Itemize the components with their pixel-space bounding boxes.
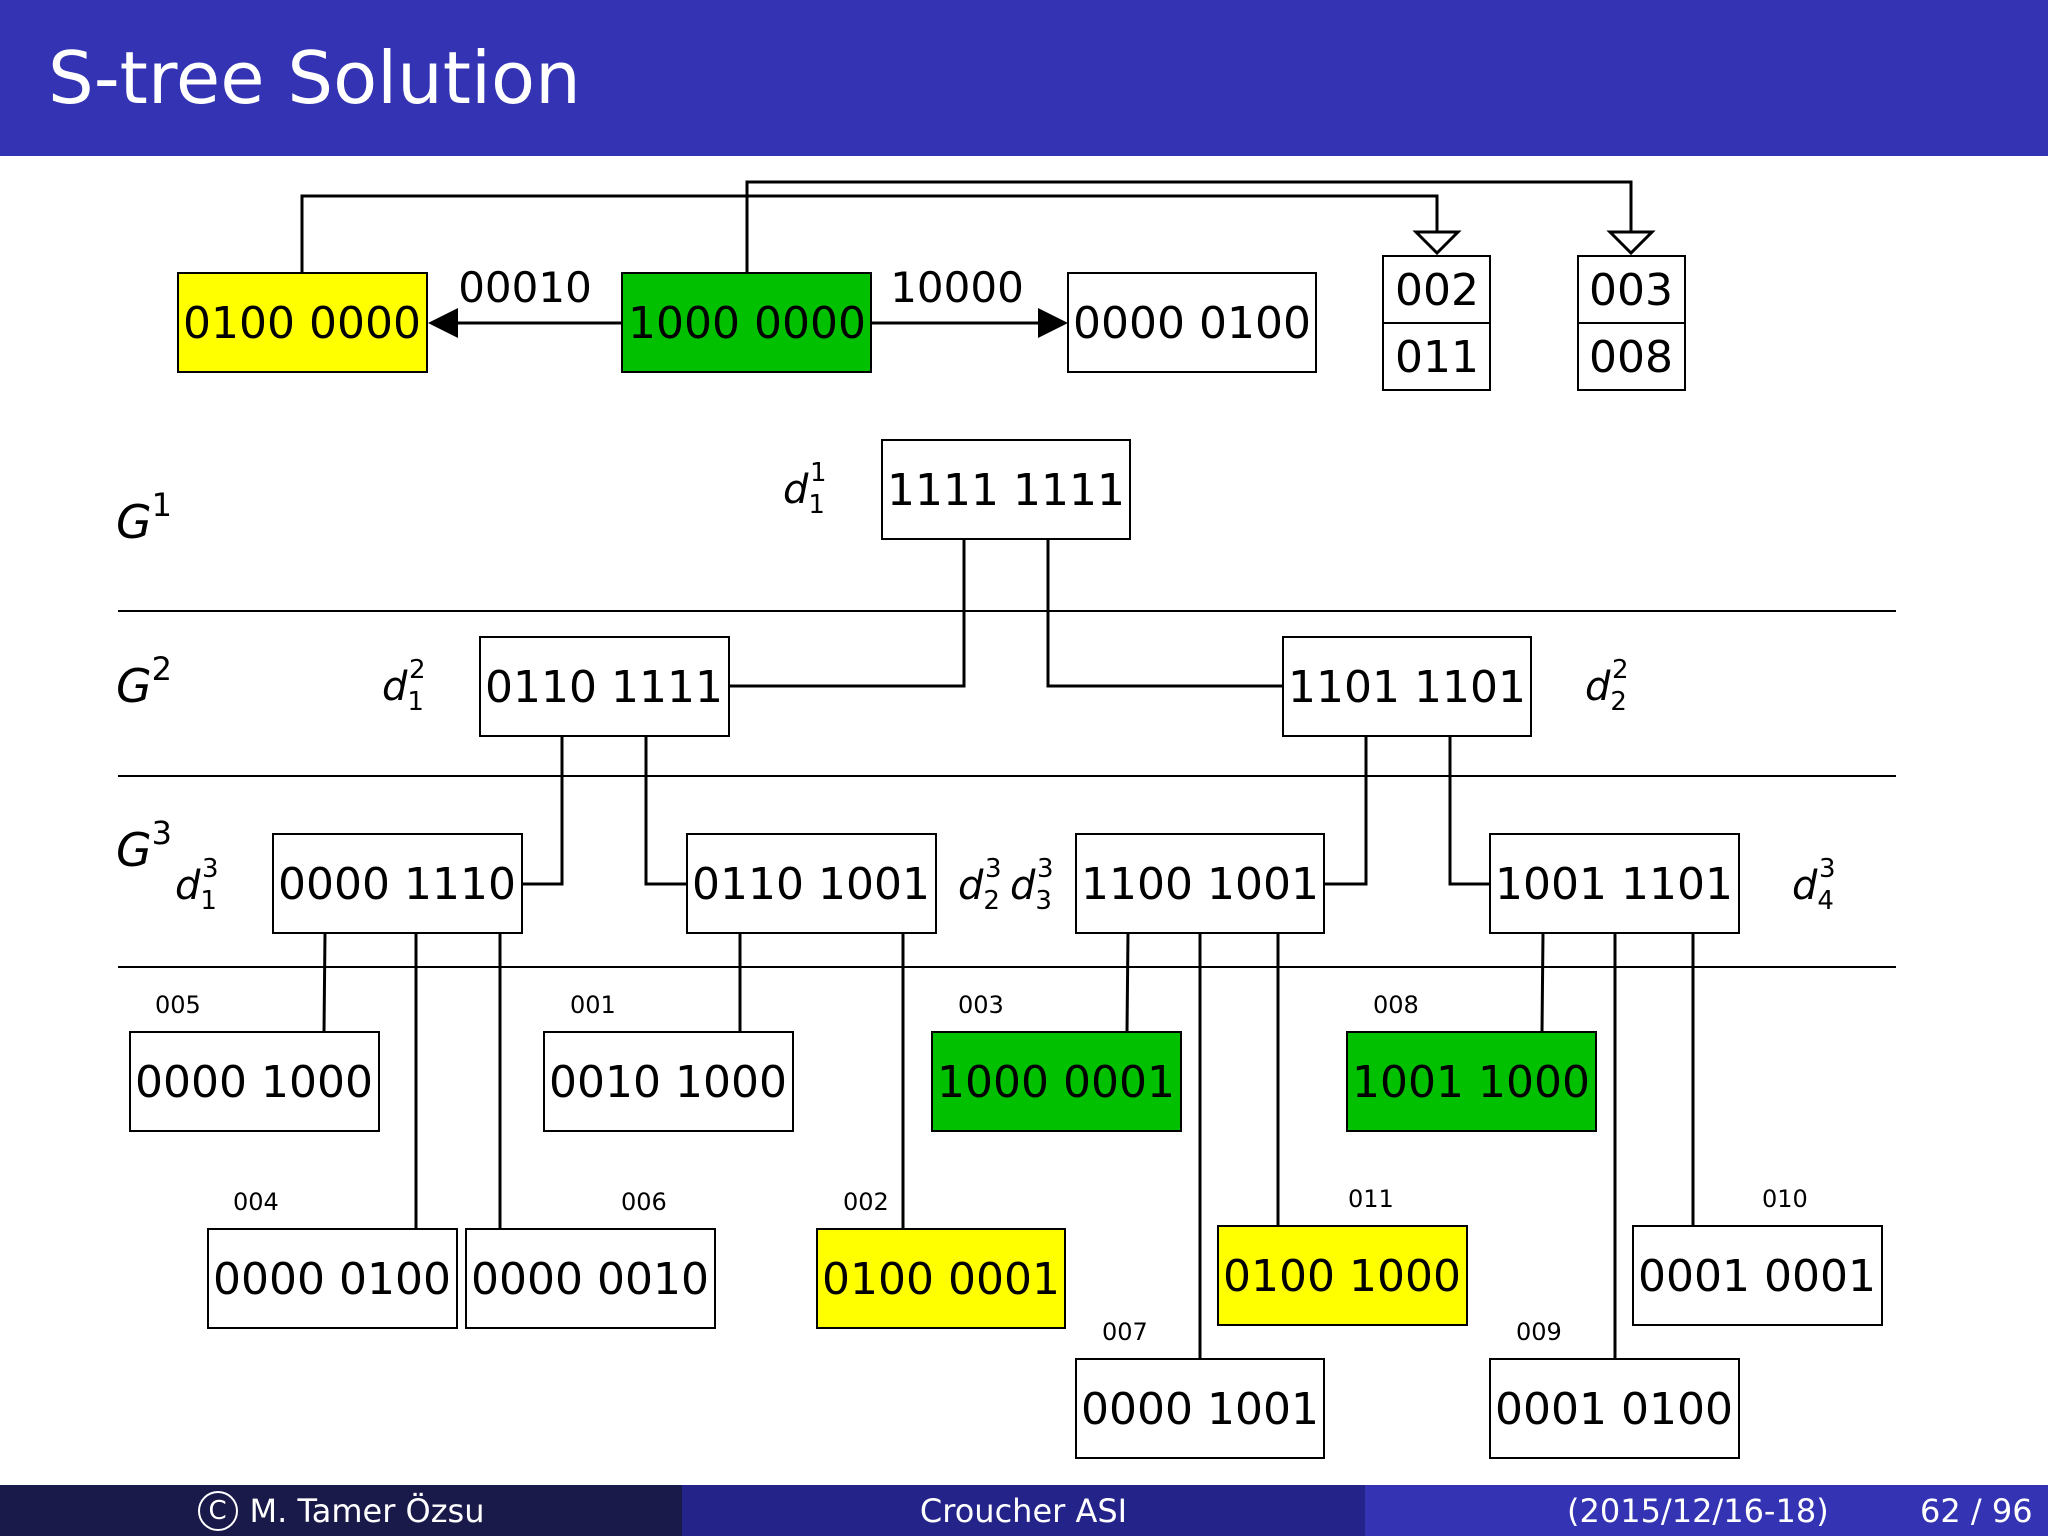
right-signature-text: 0000 0100 xyxy=(1073,298,1311,349)
node-g3-4-signature: 1001 1101 xyxy=(1495,859,1733,910)
leaf-signature: 0100 0001 xyxy=(822,1254,1060,1305)
leaf-id: 010 xyxy=(1762,1185,1808,1213)
title-bar: S-tree Solution xyxy=(0,0,2048,156)
result-box-1-bottom: 011 xyxy=(1395,332,1479,383)
level-label-g1: G1 xyxy=(116,486,172,549)
node-root-signature: 1111 1111 xyxy=(887,465,1125,516)
leaf-signature: 1001 1000 xyxy=(1352,1057,1590,1108)
footer-venue-section: Croucher ASI xyxy=(682,1485,1365,1536)
leaf-box-highlighted: 0100 0001 xyxy=(816,1228,1066,1329)
leaf-id: 008 xyxy=(1373,991,1419,1019)
node-g3-2-label: d23 xyxy=(958,854,1001,916)
query-signature-box: 1000 0000 xyxy=(621,272,872,373)
node-g3-2-signature: 0110 1001 xyxy=(692,859,930,910)
leaf-signature: 0001 0001 xyxy=(1638,1251,1876,1302)
result-box-2-top: 003 xyxy=(1589,265,1673,316)
node-g3-1: 0000 1110 xyxy=(272,833,523,934)
node-g3-2: 0110 1001 xyxy=(686,833,937,934)
arrow-left-head xyxy=(428,308,458,338)
leaf-box: 0001 0100 xyxy=(1489,1358,1740,1459)
leaf-box: 0001 0001 xyxy=(1632,1225,1883,1326)
node-g3-1-label: d13 xyxy=(175,854,218,916)
leaf-box-highlighted: 0100 1000 xyxy=(1217,1225,1468,1326)
result-box-2-bottom: 008 xyxy=(1589,332,1673,383)
tree-connectors xyxy=(322,539,1695,1359)
left-edge-label: 00010 xyxy=(458,263,592,312)
node-g2-right: 1101 1101 xyxy=(1282,636,1532,737)
leaf-box: 0000 1000 xyxy=(129,1031,380,1132)
leaf-box-highlighted: 1000 0001 xyxy=(931,1031,1182,1132)
node-g3-4: 1001 1101 xyxy=(1489,833,1740,934)
s-tree-diagram: 0100 0000 1000 0000 0000 0100 00010 1000… xyxy=(116,180,1896,1459)
result-box-1-top: 002 xyxy=(1395,265,1479,316)
leaf-signature: 0010 1000 xyxy=(549,1057,787,1108)
footer-date: (2015/12/16-18) xyxy=(1567,1491,1829,1530)
footer: C M. Tamer Özsu Croucher ASI (2015/12/16… xyxy=(0,1485,2048,1536)
node-g2-left-label: d12 xyxy=(382,655,425,717)
copyright-icon: C xyxy=(197,1490,238,1531)
leaf-box-highlighted: 1001 1000 xyxy=(1346,1031,1597,1132)
query-connectors xyxy=(300,180,1656,325)
node-g3-4-label: d43 xyxy=(1792,854,1835,916)
footer-author-section: C M. Tamer Özsu xyxy=(0,1485,682,1536)
footer-author: M. Tamer Özsu xyxy=(249,1491,485,1530)
arrow-right-head xyxy=(1038,308,1068,338)
footer-venue: Croucher ASI xyxy=(919,1491,1128,1530)
node-g3-3-signature: 1100 1001 xyxy=(1081,859,1319,910)
leaf-signature: 0100 1000 xyxy=(1223,1251,1461,1302)
level-separators xyxy=(118,610,1896,968)
leaf-signature: 0001 0100 xyxy=(1495,1384,1733,1435)
leaf-id: 011 xyxy=(1348,1185,1394,1213)
slide-title: S-tree Solution xyxy=(48,36,581,120)
leaf-id: 004 xyxy=(233,1188,279,1216)
leaf-id: 001 xyxy=(570,991,616,1019)
right-edge-label: 10000 xyxy=(890,263,1024,312)
leaf-signature: 0000 1000 xyxy=(135,1057,373,1108)
node-g2-right-label: d22 xyxy=(1585,655,1628,717)
leaf-box: 0000 0010 xyxy=(465,1228,716,1329)
node-root: 1111 1111 xyxy=(881,439,1131,540)
right-signature-box: 0000 0100 xyxy=(1067,272,1317,373)
node-g3-1-signature: 0000 1110 xyxy=(278,859,516,910)
leaf-id: 003 xyxy=(958,991,1004,1019)
level-label-g3: G3 xyxy=(116,814,172,877)
footer-page-number: 62 / 96 xyxy=(1920,1491,2033,1530)
leaf-signature: 1000 0001 xyxy=(937,1057,1175,1108)
leaf-signature: 0000 0100 xyxy=(213,1254,451,1305)
node-g2-left: 0110 1111 xyxy=(479,636,730,737)
node-root-label: d11 xyxy=(783,458,826,520)
result-box-2: 003 008 xyxy=(1577,255,1686,391)
leaf-box: 0000 1001 xyxy=(1075,1358,1325,1459)
node-g2-right-signature: 1101 1101 xyxy=(1288,662,1526,713)
leaf-id: 006 xyxy=(621,1188,667,1216)
node-g3-3-label: d33 xyxy=(1010,854,1053,916)
footer-date-section: (2015/12/16-18) 62 / 96 xyxy=(1365,1485,2048,1536)
node-g2-left-signature: 0110 1111 xyxy=(485,662,723,713)
left-signature-box: 0100 0000 xyxy=(177,272,428,373)
leaf-id: 005 xyxy=(155,991,201,1019)
leaf-box: 0000 0100 xyxy=(207,1228,458,1329)
leaf-signature: 0000 0010 xyxy=(471,1254,709,1305)
leaf-signature: 0000 1001 xyxy=(1081,1384,1319,1435)
level-label-g2: G2 xyxy=(116,650,172,713)
query-signature-text: 1000 0000 xyxy=(628,298,866,349)
leaf-id: 007 xyxy=(1102,1318,1148,1346)
leaf-box: 0010 1000 xyxy=(543,1031,794,1132)
result-box-1: 002 011 xyxy=(1382,255,1491,391)
leaf-id: 002 xyxy=(843,1188,889,1216)
left-signature-text: 0100 0000 xyxy=(183,298,421,349)
node-g3-3: 1100 1001 xyxy=(1075,833,1325,934)
leaf-id: 009 xyxy=(1516,1318,1562,1346)
